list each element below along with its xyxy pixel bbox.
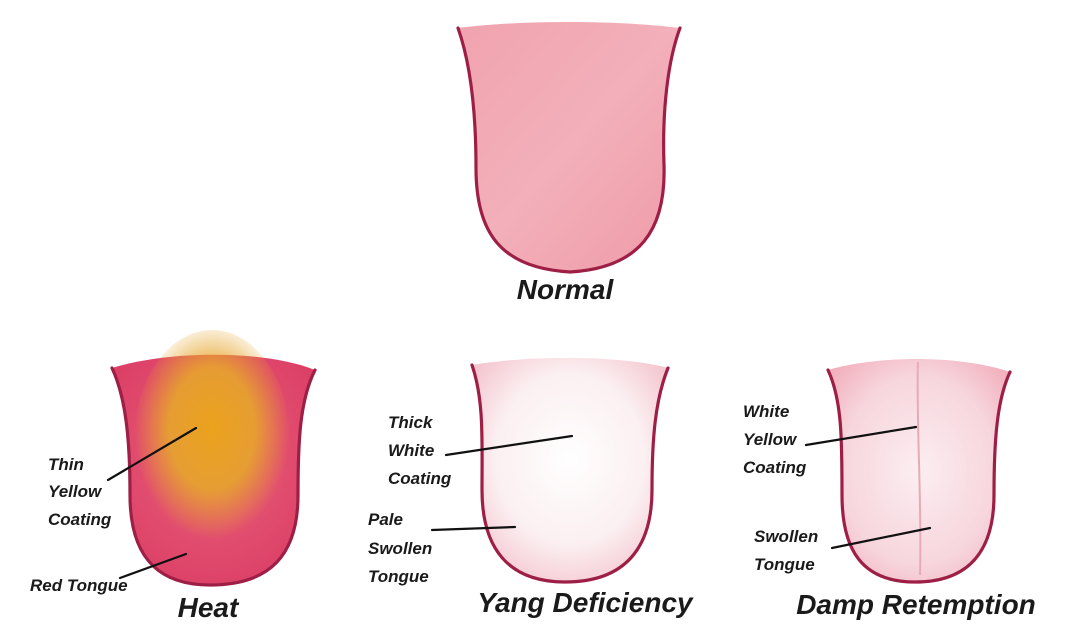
callout-yang-coating: Thick White Coating (388, 413, 452, 488)
tongue-heat-coating (134, 330, 290, 550)
tongue-heat: Thin Yellow Coating Red Tongue Heat (30, 330, 315, 623)
callout-heat-coating: Thin Yellow Coating (48, 455, 112, 529)
tongue-yang-deficiency: Thick White Coating Pale Swollen Tongue … (368, 358, 694, 618)
tongue-damp-retemption: White Yellow Coating Swollen Tongue Damp… (743, 359, 1036, 620)
callout-heat-red-tongue: Red Tongue (30, 576, 128, 595)
title-yang-deficiency: Yang Deficiency (477, 587, 694, 618)
callout-damp-swollen: Swollen Tongue (754, 527, 823, 574)
title-normal: Normal (517, 274, 615, 305)
tongue-normal: Normal (458, 22, 680, 305)
title-damp-retemption: Damp Retemption (796, 589, 1036, 620)
callout-damp-coating: White Yellow Coating (743, 402, 807, 477)
title-heat: Heat (178, 592, 240, 623)
callout-yang-swollen: Pale Swollen Tongue (368, 510, 437, 586)
